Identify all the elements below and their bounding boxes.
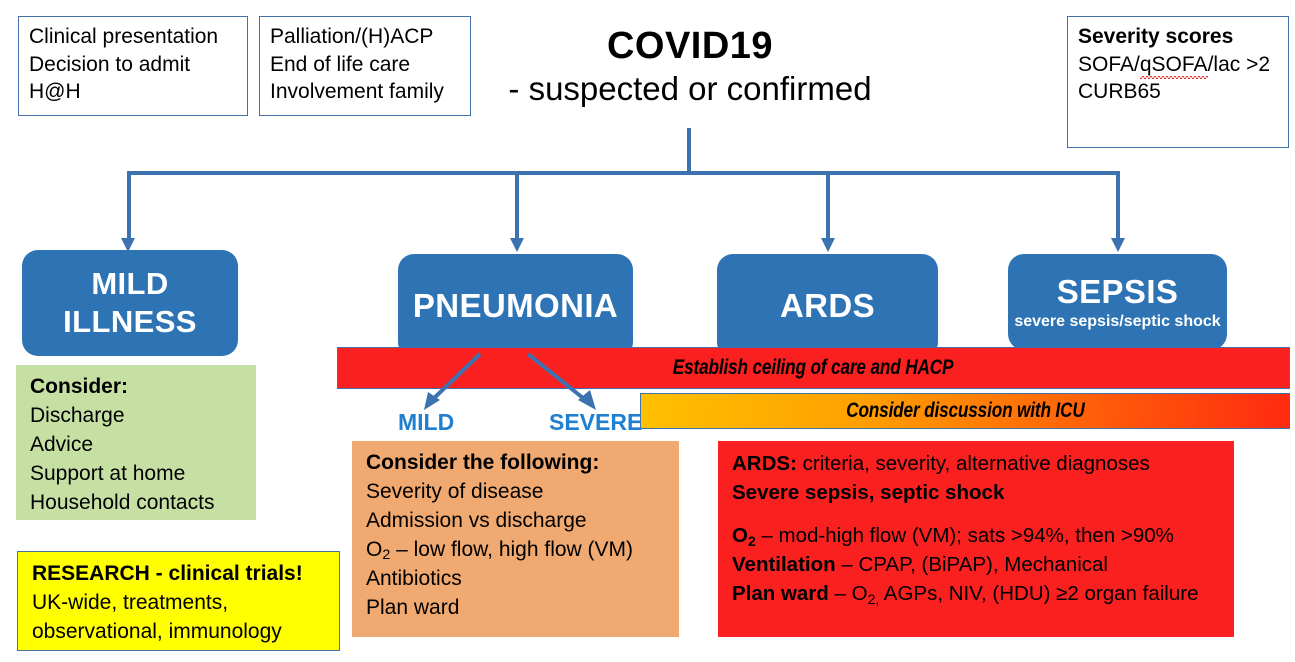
connector-drop-sepsis — [1116, 171, 1120, 239]
category-subtitle: severe sepsis/septic shock — [1014, 312, 1221, 330]
page-title-subtitle: - suspected or confirmed — [508, 69, 872, 107]
panel-green-line: Household contacts — [30, 490, 215, 514]
severity-scores-note: Severity scores SOFA/qSOFA/lac >2 CURB65 — [1067, 16, 1289, 148]
panel-peach-line: Plan ward — [366, 595, 460, 619]
connector-drop-ards — [826, 171, 830, 239]
category-title: ARDS — [779, 286, 876, 324]
category-box-pneumonia[interactable]: PNEUMONIA — [398, 254, 633, 358]
panel-red-line-sepsis: Severe sepsis, septic shock — [732, 481, 1005, 505]
panel-green-line: Support at home — [30, 461, 186, 485]
banner-establish-ceiling: Establish ceiling of care and HACP — [337, 347, 1290, 389]
arrowhead-ards — [821, 238, 835, 252]
panel-yellow-heading: RESEARCH - clinical trials! — [32, 562, 303, 585]
panel-green-line: Advice — [30, 432, 94, 456]
panel-peach-line: Severity of disease — [366, 479, 544, 503]
panel-research-trials: RESEARCH - clinical trials! UK-wide, tre… — [17, 551, 340, 651]
banner-consider-icu: Consider discussion with ICU — [640, 393, 1290, 429]
subscript-two: 2 — [747, 532, 756, 549]
panel-red-spacer — [732, 507, 1224, 521]
panel-red-line-ventilation: Ventilation – CPAP, (BiPAP), Mechanical — [732, 553, 1108, 577]
connector-horizontal-bar — [127, 171, 1120, 175]
branch-arrow-mild-head — [424, 392, 440, 410]
panel-pneumonia-consider: Consider the following: Severity of dise… — [352, 441, 679, 637]
panel-peach-line: Antibiotics — [366, 566, 462, 590]
connector-drop-pneumonia — [515, 171, 519, 239]
note-line: H@H — [29, 80, 81, 104]
note-line: Involvement family — [270, 80, 444, 104]
branch-label-mild: MILD — [398, 409, 455, 435]
severity-scores-heading: Severity scores — [1078, 25, 1234, 48]
panel-red-line-ards: ARDS: criteria, severity, alternative di… — [732, 452, 1150, 475]
misspelled-word: qSOFA — [1139, 51, 1208, 80]
severity-scores-line-1: SOFA/qSOFA/lac >2 — [1078, 51, 1280, 80]
branch-label-severe: SEVERE — [549, 409, 643, 435]
panel-mild-illness-consider: Consider: Discharge Advice Support at ho… — [16, 365, 256, 520]
panel-red-line-plan-ward: Plan ward – O2, AGPs, NIV, (HDU) ≥2 orga… — [732, 582, 1199, 607]
severity-scores-line-2: CURB65 — [1078, 80, 1161, 104]
subscript-two: 2, — [867, 590, 880, 607]
note-line: Decision to admit — [29, 52, 191, 76]
clinical-presentation-note: Clinical presentation Decision to admit … — [18, 16, 248, 116]
panel-ards-sepsis-management: ARDS: criteria, severity, alternative di… — [718, 441, 1234, 637]
connector-drop-mild — [127, 171, 131, 239]
panel-yellow-line: UK-wide, treatments, — [32, 590, 229, 614]
note-line: Palliation/(H)ACP — [270, 25, 434, 48]
page-title-main: COVID19 — [606, 25, 774, 67]
banner-ceiling-text: Establish ceiling of care and HACP — [673, 356, 954, 379]
category-title-line2: ILLNESS — [63, 304, 197, 339]
note-line: Clinical presentation — [29, 25, 219, 48]
branch-arrow-severe-head — [578, 390, 596, 410]
category-title: SEPSIS — [1056, 272, 1179, 310]
category-title: MILD — [91, 266, 169, 302]
panel-peach-line: Admission vs discharge — [366, 508, 587, 532]
category-box-sepsis[interactable]: SEPSIS severe sepsis/septic shock — [1008, 254, 1227, 350]
arrowhead-pneumonia — [510, 238, 524, 252]
arrowhead-sepsis — [1111, 238, 1125, 252]
panel-green-line: Discharge — [30, 403, 125, 427]
panel-red-line-oxygen: O2 – mod-high flow (VM); sats >94%, then… — [732, 524, 1174, 549]
connector-stem — [687, 128, 691, 174]
category-box-mild-illness[interactable]: MILD ILLNESS — [22, 250, 238, 356]
page-title: COVID19 - suspected or confirmed — [470, 25, 910, 109]
panel-peach-heading: Consider the following: — [366, 451, 600, 474]
note-line: End of life care — [270, 52, 411, 76]
category-box-ards[interactable]: ARDS — [717, 254, 938, 358]
banner-icu-text: Consider discussion with ICU — [845, 399, 1085, 422]
panel-green-heading: Consider: — [30, 375, 129, 398]
palliation-note: Palliation/(H)ACP End of life care Invol… — [259, 16, 471, 116]
panel-yellow-line: observational, immunology — [32, 619, 282, 643]
category-title: PNEUMONIA — [412, 286, 619, 324]
subscript-two: 2 — [382, 547, 391, 564]
panel-peach-oxygen-line: O2 – low flow, high flow (VM) — [366, 537, 634, 564]
